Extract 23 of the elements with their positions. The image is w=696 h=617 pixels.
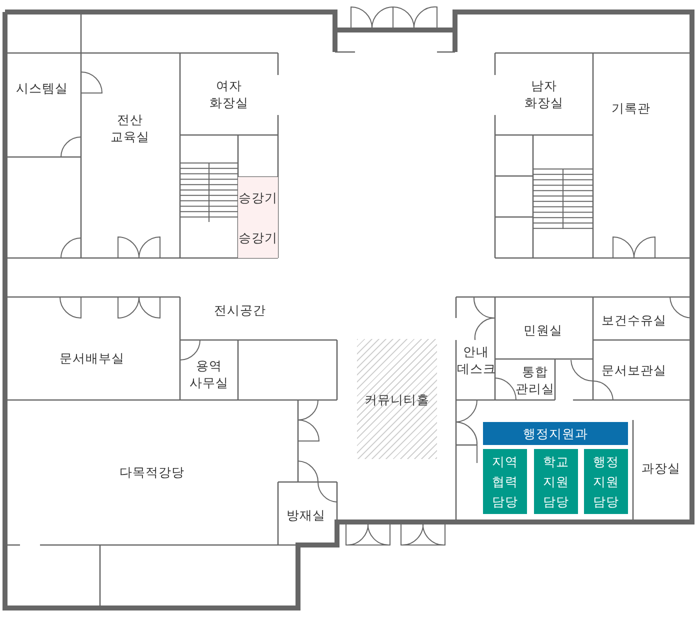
room-label: 문서보관실 <box>594 362 674 378</box>
room-label: 여자 화장실 <box>207 77 251 111</box>
room-label: 남자 화장실 <box>522 77 566 111</box>
room-label: 민원실 <box>513 322 573 338</box>
team-box: 학교 지원 담당 <box>534 449 578 514</box>
room-label: 용역 사무실 <box>187 357 231 391</box>
room-label: 시스템실 <box>7 80 77 96</box>
department-banner: 행정지원과 <box>483 422 628 445</box>
room-label: 전산 교육실 <box>108 111 152 145</box>
hall-area: 커뮤니티홀 <box>357 339 437 459</box>
elevator-room: 승강기 <box>238 217 278 258</box>
room-label: 다목적강당 <box>107 464 197 480</box>
team-box: 지역 협력 담당 <box>483 449 527 514</box>
room-label: 보건수유실 <box>594 312 674 328</box>
room-label: 기록관 <box>596 100 666 116</box>
room-label: 안내 데스크 <box>457 343 495 377</box>
room-label: 문서배부실 <box>47 350 137 366</box>
room-label: 과장실 <box>631 460 691 476</box>
room-label: 전시공간 <box>200 302 280 318</box>
elevator-room: 승강기 <box>238 177 278 217</box>
room-label: 통합 관리실 <box>513 363 557 397</box>
team-box: 행정 지원 담당 <box>584 449 628 514</box>
room-label: 방재실 <box>281 506 331 524</box>
